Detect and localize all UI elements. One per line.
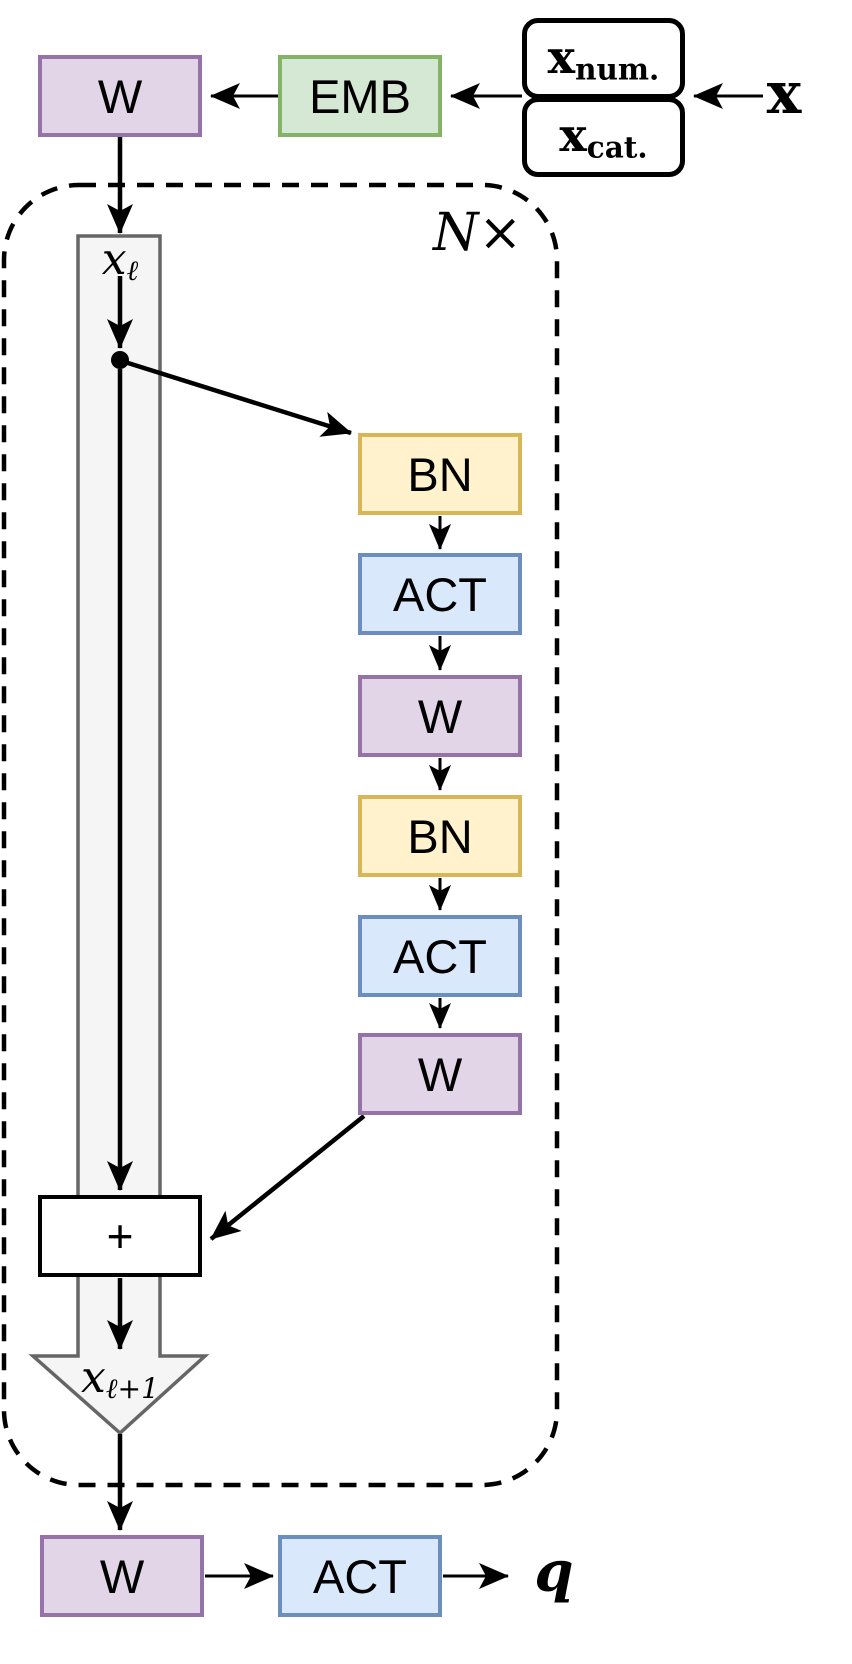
- residual-output-label: xℓ+1: [80, 1352, 160, 1406]
- input-numerical-node: xnum.: [522, 18, 685, 99]
- activation-label-2: ACT: [393, 929, 487, 983]
- linear-node-1: W: [358, 675, 522, 757]
- top-linear-label: W: [97, 69, 143, 123]
- linear-node-2: W: [358, 1033, 522, 1115]
- sum-node: +: [38, 1195, 202, 1277]
- output-linear-node: W: [40, 1535, 204, 1617]
- linear-label-2: W: [417, 1047, 463, 1101]
- activation-node-2: ACT: [358, 915, 522, 997]
- sum-label: +: [106, 1210, 134, 1262]
- activation-node-1: ACT: [358, 553, 522, 635]
- output-linear-label: W: [99, 1549, 145, 1603]
- output-activation-node: ACT: [278, 1535, 442, 1617]
- batchnorm-node-2: BN: [358, 795, 522, 877]
- top-linear-node: W: [38, 55, 202, 137]
- batchnorm-node-1: BN: [358, 433, 522, 515]
- arrow-w2-to-sum: [209, 1114, 366, 1241]
- batchnorm-label-2: BN: [407, 809, 473, 863]
- batchnorm-label-1: BN: [407, 447, 473, 501]
- arrow-branch-to-bn: [127, 360, 352, 437]
- embedding-label: EMB: [309, 69, 411, 123]
- residual-input-label: xℓ: [101, 234, 139, 288]
- embedding-node: EMB: [278, 55, 442, 137]
- input-categorical-label: xcat.: [559, 108, 648, 165]
- input-categorical-node: xcat.: [522, 97, 685, 177]
- input-numerical-label: xnum.: [547, 29, 660, 87]
- loop-count-label: N×: [432, 203, 523, 263]
- activation-label-1: ACT: [393, 567, 487, 621]
- output-activation-label: ACT: [313, 1549, 407, 1603]
- input-vector-label: x: [766, 59, 802, 127]
- branch-dot: [111, 351, 129, 369]
- linear-label-1: W: [417, 689, 463, 743]
- output-vector-label: q: [534, 1539, 574, 1605]
